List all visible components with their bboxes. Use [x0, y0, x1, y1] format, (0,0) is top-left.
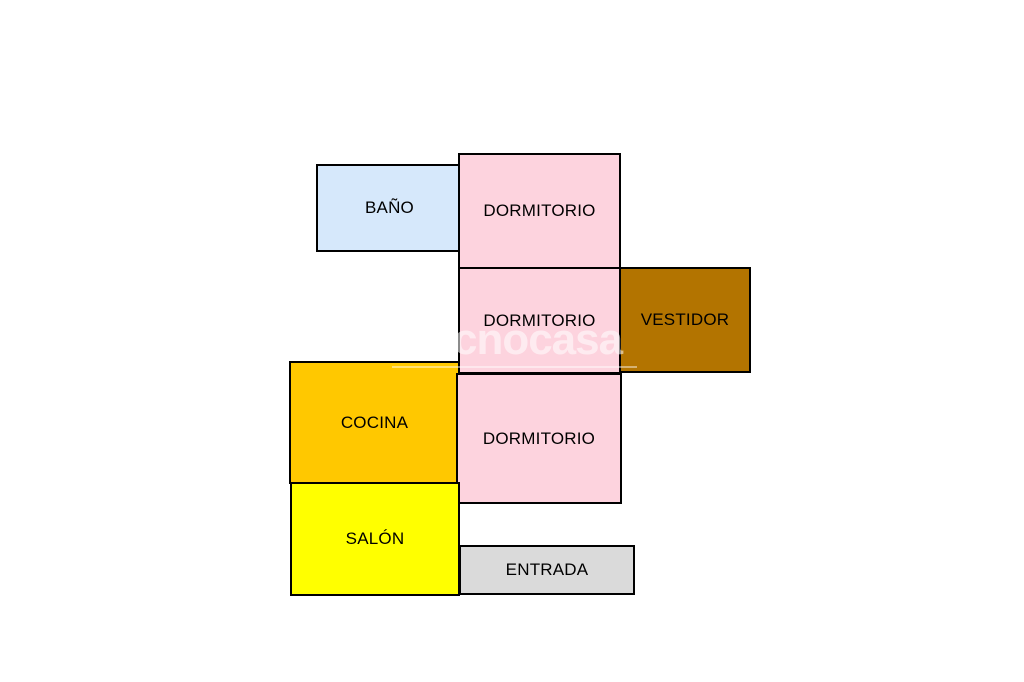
room-label-bano: BAÑO: [365, 198, 414, 217]
room-cocina: COCINA: [289, 361, 460, 484]
room-label-dormitorio-1: DORMITORIO: [483, 201, 596, 220]
room-salon: SALÓN: [290, 482, 460, 596]
room-label-cocina: COCINA: [340, 412, 409, 432]
room-bano: BAÑO: [316, 164, 463, 252]
room-label-entrada: ENTRADA: [505, 560, 589, 579]
room-dormitorio-1: DORMITORIO: [458, 153, 621, 269]
room-label-dormitorio-2: DORMITORIO: [483, 310, 596, 330]
room-dormitorio-2: DORMITORIO: [458, 267, 621, 374]
room-label-dormitorio-3: DORMITORIO: [482, 428, 596, 448]
room-vestidor: VESTIDOR: [619, 267, 751, 373]
room-label-vestidor: VESTIDOR: [640, 310, 730, 329]
room-label-salon: SALÓN: [345, 529, 405, 548]
room-dormitorio-3: DORMITORIO: [456, 373, 622, 504]
room-entrada: ENTRADA: [459, 545, 635, 595]
